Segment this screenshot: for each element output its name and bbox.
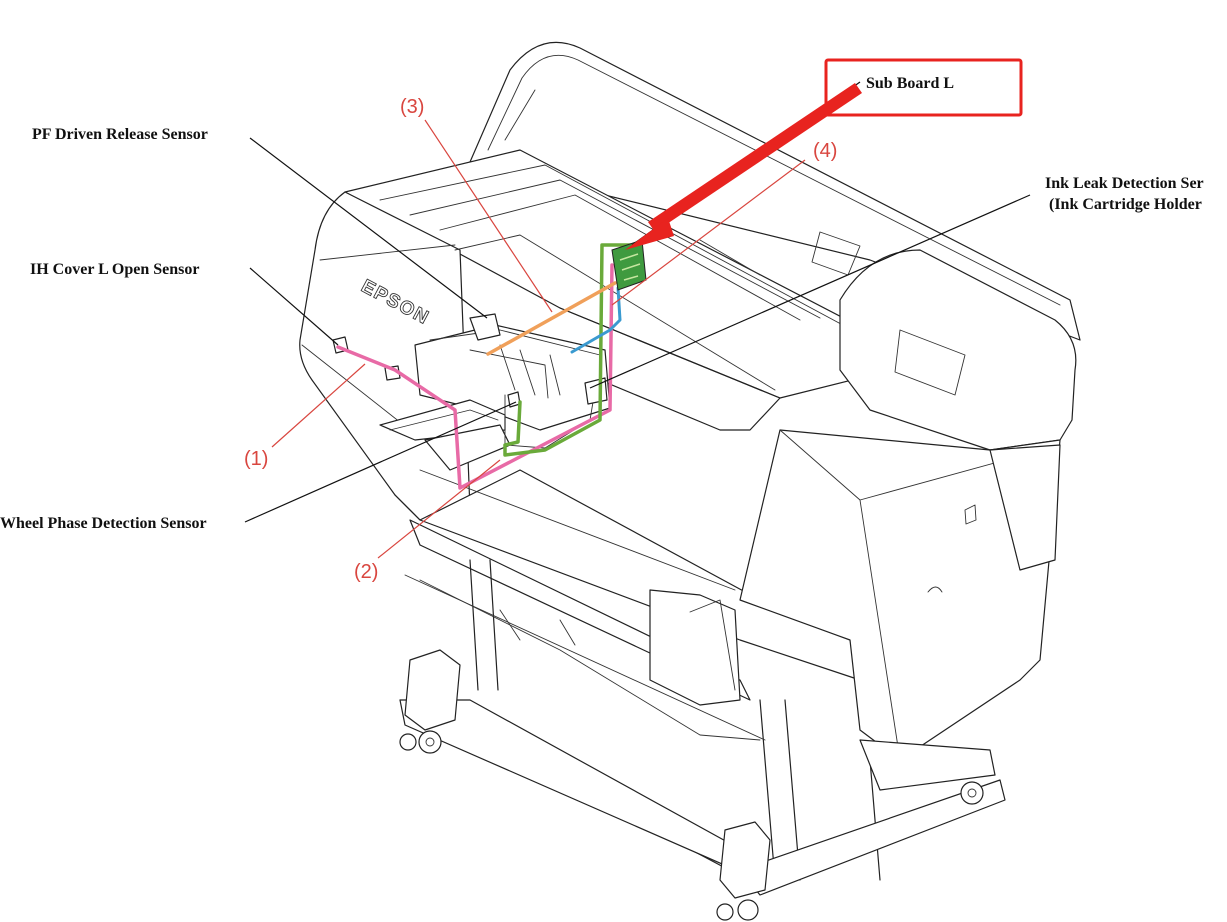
leader-ink-leak: [589, 194, 1031, 389]
cable-number-3: (3): [400, 96, 424, 118]
leader-num-1: [271, 363, 366, 448]
leader-wheel-phase: [244, 401, 517, 523]
label-sub-board-l: Sub Board L: [866, 75, 954, 92]
cable-number-labels: (1) (2) (3) (4): [244, 96, 837, 583]
label-wheel-phase-detection-sensor: Wheel Phase Detection Sensor: [0, 515, 207, 532]
cable-3-orange: [486, 281, 617, 356]
cable-2-green: [503, 243, 634, 457]
label-ink-leak-detection-line1: Ink Leak Detection Ser: [1045, 175, 1204, 192]
cable-routes: [336, 243, 634, 490]
cable-number-2: (2): [354, 561, 378, 583]
sub-board-highlight-box: [824, 58, 1023, 117]
cable-1-pink: [336, 263, 614, 490]
sub-board-arrow: [625, 83, 862, 250]
cable-number-4: (4): [813, 140, 837, 162]
cable-number-1: (1): [244, 448, 268, 470]
leader-ih-cover: [249, 267, 339, 346]
label-ink-leak-detection-line2: (Ink Cartridge Holder: [1049, 196, 1202, 213]
callout-labels: Sub Board L PF Driven Release Sensor IH …: [0, 75, 1204, 532]
printer-drawing: EPSON: [299, 41, 1081, 921]
label-ih-cover-l-open-sensor: IH Cover L Open Sensor: [30, 261, 200, 278]
leader-num-4: [611, 159, 806, 306]
leader-pf-driven-release: [249, 137, 488, 319]
leader-num-3: [424, 119, 553, 313]
leader-num-2: [377, 459, 501, 559]
cable-4-blue: [570, 286, 622, 354]
label-pf-driven-release-sensor: PF Driven Release Sensor: [32, 126, 208, 143]
